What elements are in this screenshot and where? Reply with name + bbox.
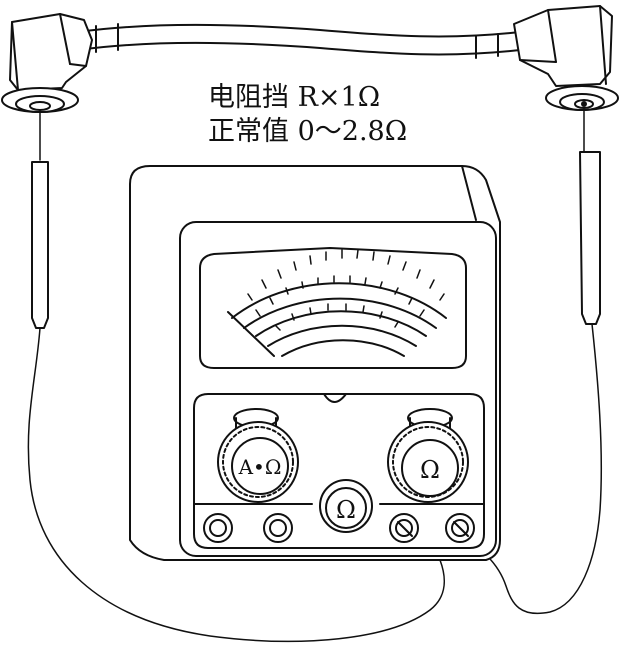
input-jack-3[interactable] — [389, 513, 419, 543]
meter-dial-window — [199, 247, 467, 369]
left-probe-lead — [27, 327, 445, 643]
left-cable-boot — [1, 13, 93, 113]
range-selector-knob[interactable] — [387, 408, 469, 503]
left-knob-label: A•Ω — [238, 455, 282, 479]
caption-line-2: 正常值 0～2.8Ω — [208, 116, 407, 147]
function-selector-knob[interactable] — [217, 408, 299, 503]
left-test-probe — [31, 109, 49, 329]
ohms-adjust-knob[interactable] — [319, 479, 373, 533]
right-test-probe — [579, 109, 601, 325]
right-probe-lead — [459, 323, 603, 615]
caption-line-1: 电阻挡 R×1Ω — [208, 82, 380, 113]
input-jack-1[interactable] — [203, 513, 233, 543]
ignition-cable — [77, 23, 521, 59]
right-knob-label: Ω — [420, 456, 440, 484]
input-jack-4[interactable] — [445, 513, 475, 543]
center-knob-label: Ω — [336, 496, 356, 524]
input-jack-2[interactable] — [263, 513, 293, 543]
right-cable-boot — [513, 5, 619, 111]
